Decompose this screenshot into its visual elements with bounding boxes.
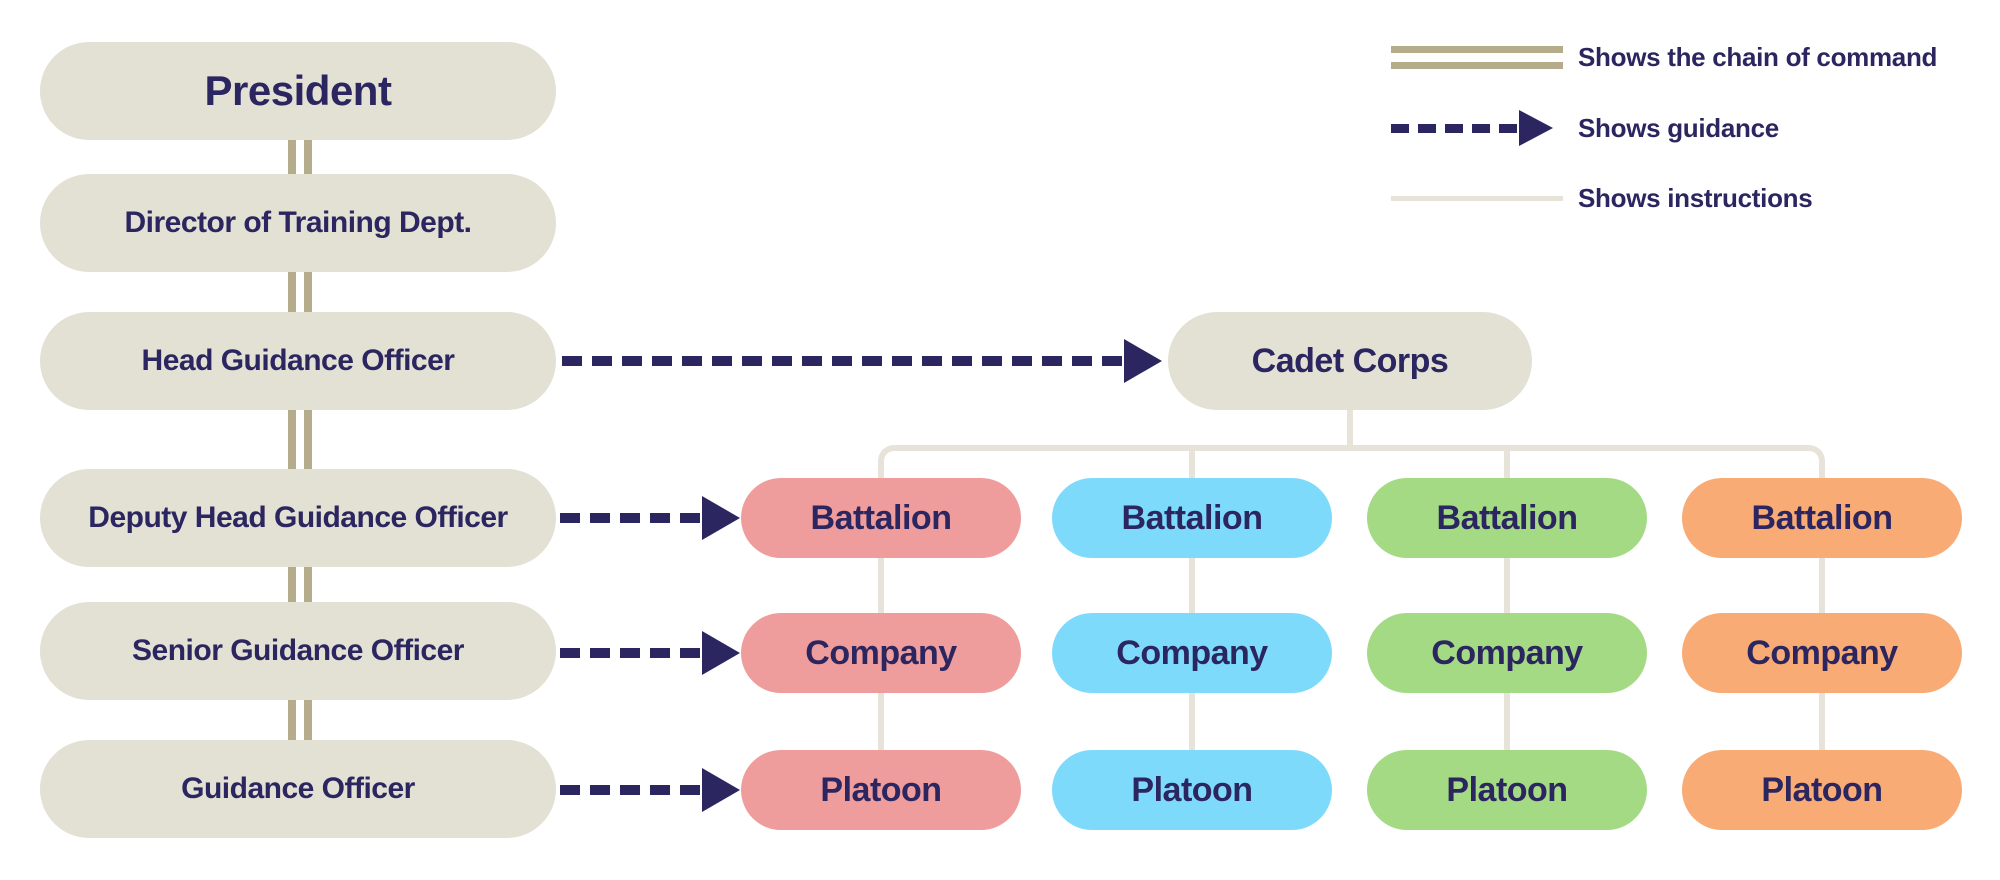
node-battalion-3: Battalion xyxy=(1367,478,1647,558)
node-head-guidance-officer: Head Guidance Officer xyxy=(40,312,556,410)
node-company-3: Company xyxy=(1367,613,1647,693)
node-battalion-2: Battalion xyxy=(1052,478,1332,558)
guidance-arrow-battalion-head xyxy=(702,496,740,540)
instruction-line-bat-com-4 xyxy=(1819,550,1825,620)
node-platoon-1: Platoon xyxy=(741,750,1021,830)
chain-connector-1 xyxy=(288,138,312,178)
chain-connector-3 xyxy=(288,406,312,472)
instruction-line-cadet-stub xyxy=(1347,408,1353,448)
guidance-arrow-platoon-head xyxy=(702,768,740,812)
node-platoon-2: Platoon xyxy=(1052,750,1332,830)
node-deputy-head-guidance-officer: Deputy Head Guidance Officer xyxy=(40,469,556,567)
node-platoon-3: Platoon xyxy=(1367,750,1647,830)
node-platoon-4: Platoon xyxy=(1682,750,1962,830)
node-guidance-officer: Guidance Officer xyxy=(40,740,556,838)
legend-instructions-line-swatch xyxy=(1391,196,1563,201)
guidance-arrow-battalion-line xyxy=(560,513,702,523)
node-president: President xyxy=(40,42,556,140)
legend-instructions-label: Shows instructions xyxy=(1578,183,1813,213)
instruction-line-bat-com-2 xyxy=(1189,550,1195,620)
legend-guidance-arrow-swatch xyxy=(1391,124,1519,133)
legend-chain-line-swatch xyxy=(1391,46,1563,69)
instruction-line-bat-com-1 xyxy=(878,550,884,620)
chain-connector-4 xyxy=(288,563,312,605)
guidance-arrow-cadet-corps-head xyxy=(1124,339,1162,383)
chain-connector-5 xyxy=(288,696,312,744)
chain-connector-2 xyxy=(288,268,312,316)
legend-chain-label: Shows the chain of command xyxy=(1578,42,1938,72)
legend-guidance-arrow-head xyxy=(1519,110,1553,146)
instruction-line-bus-drop-2 xyxy=(1189,450,1195,478)
node-director-of-training-dept: Director of Training Dept. xyxy=(40,174,556,272)
guidance-arrow-company-line xyxy=(560,648,702,658)
instruction-line-bus xyxy=(878,445,1825,478)
node-battalion-4: Battalion xyxy=(1682,478,1962,558)
node-company-4: Company xyxy=(1682,613,1962,693)
node-company-1: Company xyxy=(741,613,1021,693)
node-senior-guidance-officer: Senior Guidance Officer xyxy=(40,602,556,700)
node-company-2: Company xyxy=(1052,613,1332,693)
instruction-line-com-pla-1 xyxy=(878,688,884,756)
node-cadet-corps: Cadet Corps xyxy=(1168,312,1532,410)
guidance-arrow-company-head xyxy=(702,631,740,675)
guidance-arrow-platoon-line xyxy=(560,785,702,795)
guidance-arrow-cadet-corps-line xyxy=(562,356,1124,366)
legend-guidance-label: Shows guidance xyxy=(1578,113,1779,143)
node-battalion-1: Battalion xyxy=(741,478,1021,558)
instruction-line-com-pla-2 xyxy=(1189,688,1195,756)
instruction-line-com-pla-3 xyxy=(1504,688,1510,756)
instruction-line-com-pla-4 xyxy=(1819,688,1825,756)
instruction-line-bus-drop-3 xyxy=(1504,450,1510,478)
instruction-line-bat-com-3 xyxy=(1504,550,1510,620)
